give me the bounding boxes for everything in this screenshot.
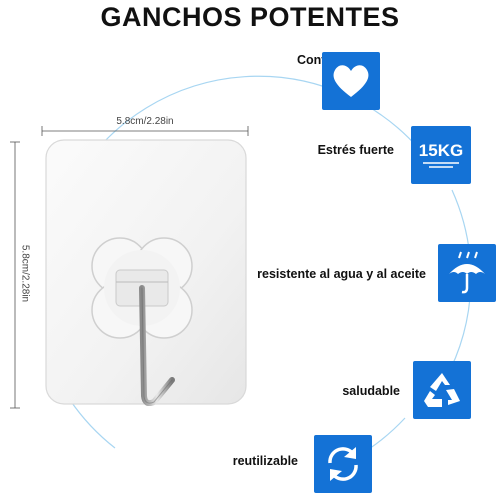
recycle-icon — [413, 361, 471, 419]
width-dimension-line — [41, 126, 249, 136]
page-title: GANCHOS POTENTES — [100, 2, 400, 32]
height-dimension-label: 5.8cm/2.28in — [19, 244, 31, 303]
feature-resistente: resistente al agua y al aceite — [257, 267, 434, 281]
width-dimension-label: 5.8cm/2.28in — [116, 116, 174, 127]
height-dimension-line — [10, 141, 20, 409]
feature-label: saludable — [342, 384, 400, 398]
adhesive-hook-image — [45, 139, 247, 406]
weight-badge-text: 15KG — [418, 141, 464, 160]
heart-icon — [322, 52, 380, 110]
feature-estres-fuerte: Estrés fuerte — [318, 143, 402, 157]
feature-label: resistente al agua y al aceite — [257, 267, 426, 281]
feature-saludable: saludable — [342, 384, 408, 398]
weight-lines-icon — [422, 162, 459, 168]
feature-label: Estrés fuerte — [317, 143, 394, 157]
feature-reutilizable: reutilizable — [233, 454, 306, 468]
umbrella-rain-icon — [438, 244, 496, 302]
feature-label: reutilizable — [232, 454, 298, 468]
refresh-icon — [314, 435, 372, 493]
weight-badge: 15KG — [411, 126, 471, 184]
